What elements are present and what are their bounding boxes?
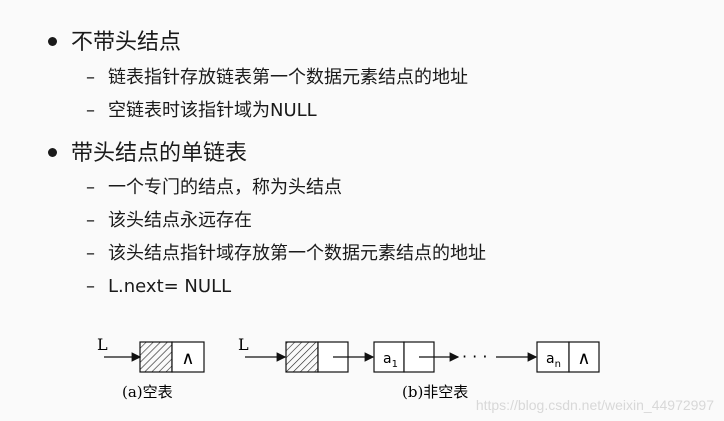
caption-empty: (a)空表 [122, 383, 173, 401]
watermark: https://blog.csdn.net/weixin_44972997 [475, 397, 714, 413]
sub-bullet: –L.next= NULL [86, 275, 231, 299]
sub-bullet-text: 链表指针存放链表第一个数据元素结点的地址 [108, 67, 468, 88]
bullet-title: 带头结点的单链表 [71, 141, 248, 166]
sub-bullet: –一个专门的结点，称为头结点 [86, 176, 342, 200]
sub-bullet-text: 该头结点指针域存放第一个数据元素结点的地址 [108, 243, 486, 264]
node-an-data [536, 341, 570, 373]
sub-bullet: –该头结点指针域存放第一个数据元素结点的地址 [86, 242, 486, 266]
dash-icon: – [86, 243, 95, 264]
node-a1-label: a1 [383, 351, 398, 370]
node-a1-data [373, 341, 405, 373]
node-an-pointer [568, 341, 600, 373]
head-node-pointer [171, 341, 205, 373]
sub-bullet: –空链表时该指针域为NULL [86, 99, 317, 123]
head-pointer-label: L [97, 335, 108, 354]
sub-bullet-text: L.next= NULL [108, 276, 232, 297]
sub-bullet-text: 一个专门的结点，称为头结点 [108, 177, 342, 198]
node-an-label: an [546, 351, 561, 370]
bullet-title: 不带头结点 [71, 30, 182, 55]
dash-icon: – [86, 276, 95, 297]
sub-bullet-text: 该头结点永远存在 [108, 210, 252, 231]
head-pointer-label: L [238, 335, 249, 354]
head-node-data [139, 341, 173, 373]
null-icon: ∧ [577, 348, 590, 369]
dash-icon: – [86, 177, 95, 198]
bullet-dot-icon [48, 36, 57, 46]
head-node-data [285, 341, 319, 373]
dash-icon: – [86, 100, 95, 121]
dash-icon: – [86, 67, 95, 88]
dash-icon: – [86, 210, 95, 231]
sub-bullet-text: 空链表时该指针域为NULL [108, 100, 317, 121]
bullet-with-head-node: 带头结点的单链表 [48, 139, 247, 169]
sub-bullet: –该头结点永远存在 [86, 209, 252, 233]
bullet-no-head-node: 不带头结点 [48, 28, 181, 58]
null-icon: ∧ [181, 348, 194, 369]
sub-bullet: –链表指针存放链表第一个数据元素结点的地址 [86, 66, 468, 90]
bullet-dot-icon [48, 147, 57, 157]
ellipsis: · · · [462, 347, 487, 366]
caption-nonempty: (b)非空表 [402, 383, 468, 401]
